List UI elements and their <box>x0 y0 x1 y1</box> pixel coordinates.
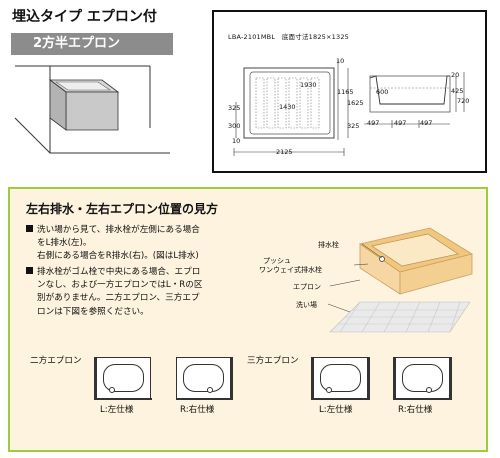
label-apron: エプロン <box>293 283 321 291</box>
bathtub-illustration <box>14 65 170 154</box>
drain-icon <box>207 387 213 393</box>
page-title: 埋込タイプ エプロン付 <box>12 9 157 25</box>
bullet-2-line-2: ンなし、および一方エプロンではL・Rの区 <box>37 280 203 291</box>
dimension-drawing <box>233 60 465 156</box>
dim-497-a: 497 <box>367 119 380 127</box>
bullet-1-line-2: をL排水(左)。 <box>37 238 92 249</box>
dim-497-c: 497 <box>420 119 433 127</box>
bullet-2-line-4: ロンは下図を参照ください。 <box>37 306 149 317</box>
apron-edge <box>94 357 96 399</box>
apron-edge <box>311 398 370 400</box>
dim-300: 300 <box>228 122 241 130</box>
dim-1430: 1430 <box>279 103 296 111</box>
apron-edge <box>176 398 233 400</box>
bullet-2: 排水栓がゴム栓で中央にある場合、エプロ ンなし、および一方エプロンではL・Rの区… <box>26 266 202 319</box>
technical-drawing-frame <box>212 10 487 173</box>
dim-720: 720 <box>457 97 470 105</box>
dim-497-b: 497 <box>394 119 407 127</box>
bullet-2-line-3: 別がありません。二方エプロン、三方エプ <box>37 293 200 304</box>
caption-three-way-l: L:左仕様 <box>319 405 353 415</box>
apron-edge <box>450 357 452 399</box>
label-washing-area: 洗い場 <box>296 301 317 309</box>
iso-diagram <box>327 227 474 333</box>
drain-icon <box>326 387 332 393</box>
apron-edge <box>393 357 395 399</box>
label-drain: 排水栓 <box>318 241 339 249</box>
guide-title: 左右排水・左右エプロン位置の見方 <box>26 202 219 216</box>
dim-10-top: 10 <box>336 57 345 65</box>
bullet-square-icon <box>26 225 33 232</box>
dim-1165: 1165 <box>337 88 354 96</box>
bullet-2-line-1: 排水栓がゴム栓で中央にある場合、エプロ <box>37 267 201 277</box>
label-push-1: プッシュ <box>263 257 291 265</box>
apron-edge <box>231 357 233 399</box>
dim-20: 20 <box>451 71 460 79</box>
bullet-1-line-1: 洗い場から見て、排水栓が左側にある場合 <box>37 225 200 235</box>
bullet-1-line-3: 右側にある場合をR排水(右)。(図はL排水) <box>37 251 199 262</box>
dim-1930: 1930 <box>300 81 317 89</box>
tub-three-way-left <box>313 357 368 399</box>
apron-edge <box>311 357 313 399</box>
drain-icon <box>426 387 432 393</box>
caption-two-way-r: R:右仕様 <box>180 405 215 415</box>
tub-basin <box>320 364 361 392</box>
three-way-apron-label: 三方エプロン <box>247 356 299 366</box>
dim-325-left: 325 <box>228 104 241 112</box>
dim-325-right: 325 <box>347 122 360 130</box>
dim-10-bottom: 10 <box>232 137 241 145</box>
two-way-apron-label: 二方エプロン <box>30 356 82 366</box>
tub-basin <box>183 364 224 392</box>
tub-two-way-left <box>96 357 151 399</box>
apron-edge <box>368 357 370 399</box>
bullet-square-icon <box>26 267 33 274</box>
bullet-1: 洗い場から見て、排水栓が左側にある場合 をL排水(左)。 右側にある場合をR排水… <box>26 224 200 264</box>
dim-2125: 2125 <box>276 148 293 156</box>
apron-edge <box>393 398 452 400</box>
dim-1625: 1625 <box>347 99 364 107</box>
dim-425: 425 <box>451 87 464 95</box>
model-label: LBA-2101MBL 底面寸法1825×1325 <box>228 33 349 41</box>
section-bar: 2方半エプロン <box>11 33 173 55</box>
tub-basin <box>402 364 443 392</box>
dim-600: 600 <box>376 88 389 96</box>
label-push-2: ワンウェイ式排水栓 <box>259 266 322 274</box>
drain-icon <box>109 387 115 393</box>
apron-edge <box>94 398 152 400</box>
tub-three-way-right <box>395 357 450 399</box>
caption-two-way-l: L:左仕様 <box>100 405 134 415</box>
caption-three-way-r: R:右仕様 <box>398 405 433 415</box>
tub-two-way-right <box>176 357 231 399</box>
tub-basin <box>103 364 144 392</box>
